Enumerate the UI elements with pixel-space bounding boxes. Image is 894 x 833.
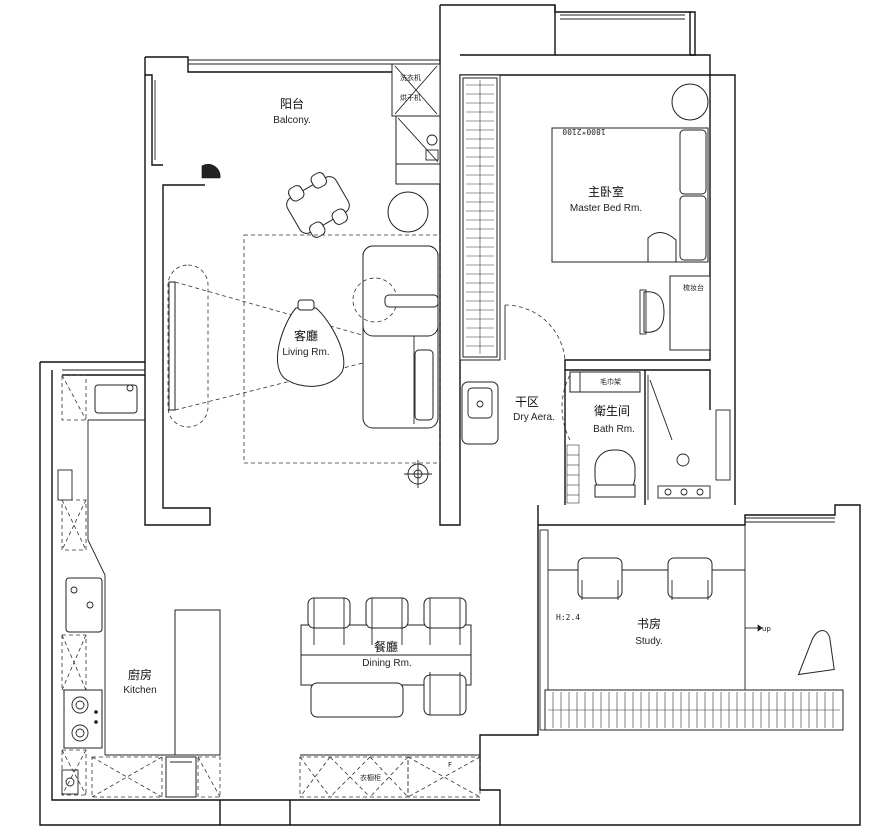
kitchen-area (57, 374, 221, 798)
balcony-label-en: Balcony. (273, 115, 311, 126)
master-bedroom-area (504, 83, 711, 361)
living-label-cn: 客廳 (294, 328, 318, 343)
study-label-en: Study. (635, 636, 663, 647)
bedroom-lamp (671, 83, 709, 121)
kitchen-sink-main (65, 577, 103, 633)
tv-screen (168, 281, 176, 411)
wardrobe-label: 衣橱柜 (360, 773, 381, 782)
dining-label-cn: 餐廳 (374, 639, 398, 654)
study-bean-bag (797, 630, 835, 676)
bed-pillow-bottom (679, 195, 707, 261)
lounge-chair (286, 172, 350, 238)
wardrobe-hangers (466, 80, 494, 354)
master-wardrobe (459, 74, 501, 361)
washer-label: 洗衣机 (400, 73, 421, 82)
study-chair-left (577, 557, 623, 599)
vanity-chair (643, 291, 665, 333)
vanity-label: 梳妆台 (683, 283, 704, 292)
kitchen-island (174, 609, 221, 756)
kitchen-label-en: Kitchen (123, 685, 156, 696)
living-label-en: Living Rm. (282, 347, 329, 358)
study-label-cn: 书房 (637, 616, 661, 631)
bath-label-en: Bath Rm. (593, 424, 635, 435)
master-bed-label-cn: 主卧室 (588, 184, 624, 199)
room-labels: 阳台 Balcony. 客廳 Living Rm. 主卧室 Master Bed… (123, 96, 662, 696)
vanity-table (669, 275, 711, 351)
shower-head-icon (676, 453, 690, 467)
coffee-pouf (276, 307, 345, 387)
bed-pillow-top (679, 129, 707, 195)
dining-bench (310, 682, 404, 718)
dining-cabinets (299, 756, 481, 798)
dining-chair-bottom (423, 674, 467, 716)
dining-chairs-top (307, 597, 467, 645)
bed-size-label: 1800*2100 (562, 127, 606, 136)
gas-stove (63, 689, 103, 749)
bath-label-cn: 衛生间 (594, 404, 630, 418)
kitchen-appliance (57, 469, 73, 501)
study-area (539, 525, 844, 731)
kitchen-sink-upper (94, 384, 138, 414)
dining-area (299, 597, 481, 798)
balcony-label-cn: 阳台 (280, 96, 304, 111)
dryer-label: 烘干机 (400, 93, 421, 102)
balcony-pillar-icon (201, 164, 221, 179)
up-label: up (762, 625, 771, 633)
living-rug (243, 234, 441, 464)
towel-rack-label: 毛巾架 (600, 377, 621, 386)
dining-label-en: Dining Rm. (362, 658, 411, 669)
exterior-walls (39, 4, 861, 826)
fridge-label: F (448, 761, 452, 769)
balcony-area (201, 63, 441, 238)
study-chair-right (667, 557, 713, 599)
dry-area-label-en: Dry Aera. (513, 412, 555, 423)
dry-area-sink (461, 381, 499, 445)
master-bed-label-en: Master Bed Rm. (570, 203, 642, 214)
kitchen-label-cn: 廚房 (128, 667, 152, 682)
kitchen-cabinets (61, 499, 87, 796)
dry-area-bath (461, 371, 711, 504)
living-room-area (167, 234, 441, 488)
dry-area-label-cn: 干区 (515, 395, 539, 409)
kitchen-fridge-side (165, 756, 197, 798)
study-books (548, 692, 840, 728)
annotation-labels: 1800*2100 梳妆台 毛巾架 衣橱柜 H:2.4 up F 洗衣机 烘干机 (360, 73, 771, 782)
side-table (387, 191, 429, 233)
ceiling-height-label: H:2.4 (556, 613, 580, 622)
